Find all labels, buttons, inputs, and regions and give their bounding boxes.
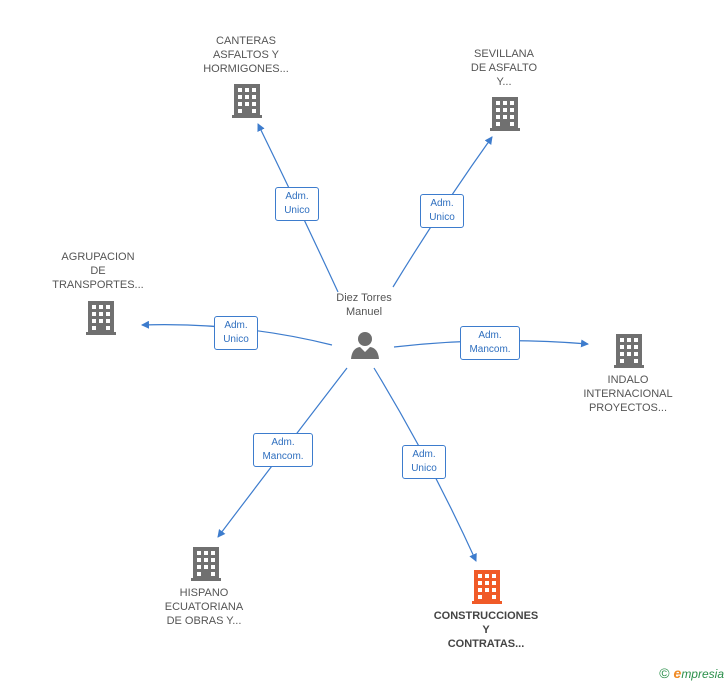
- copyright-icon: ©: [659, 665, 670, 681]
- building-icon[interactable]: [490, 97, 520, 131]
- company-name-construcciones[interactable]: CONSTRUCCIONES Y CONTRATAS...: [433, 610, 539, 650]
- relation-label-canteras[interactable]: Adm. Unico: [275, 187, 319, 221]
- building-icon[interactable]: [86, 301, 116, 335]
- company-name-indalo[interactable]: INDALO INTERNACIONAL PROYECTOS...: [583, 374, 673, 414]
- relation-label-agrupacion[interactable]: Adm. Unico: [214, 316, 258, 350]
- person-icon[interactable]: [350, 331, 380, 359]
- person-name[interactable]: Diez Torres Manuel: [336, 292, 392, 318]
- building-icon[interactable]: [232, 84, 262, 118]
- empresia-logo[interactable]: ©empresia: [659, 665, 724, 681]
- company-name-hispano[interactable]: HISPANO ECUATORIANA DE OBRAS Y...: [164, 587, 244, 627]
- company-name-sevillana[interactable]: SEVILLANA DE ASFALTO Y...: [470, 48, 538, 88]
- building-icon[interactable]: [614, 334, 644, 368]
- relation-label-indalo[interactable]: Adm. Mancom.: [460, 326, 520, 360]
- relation-label-hispano[interactable]: Adm. Mancom.: [253, 433, 313, 467]
- brand-initial: e: [673, 665, 682, 681]
- company-name-canteras[interactable]: CANTERAS ASFALTOS Y HORMIGONES...: [203, 35, 289, 75]
- relation-label-sevillana[interactable]: Adm. Unico: [420, 194, 464, 228]
- building-icon[interactable]: [191, 547, 221, 581]
- brand-name: mpresia: [681, 667, 724, 681]
- relation-label-construcciones[interactable]: Adm. Unico: [402, 445, 446, 479]
- company-name-agrupacion[interactable]: AGRUPACION DE TRANSPORTES...: [52, 251, 144, 291]
- building-highlight-icon[interactable]: [472, 570, 502, 604]
